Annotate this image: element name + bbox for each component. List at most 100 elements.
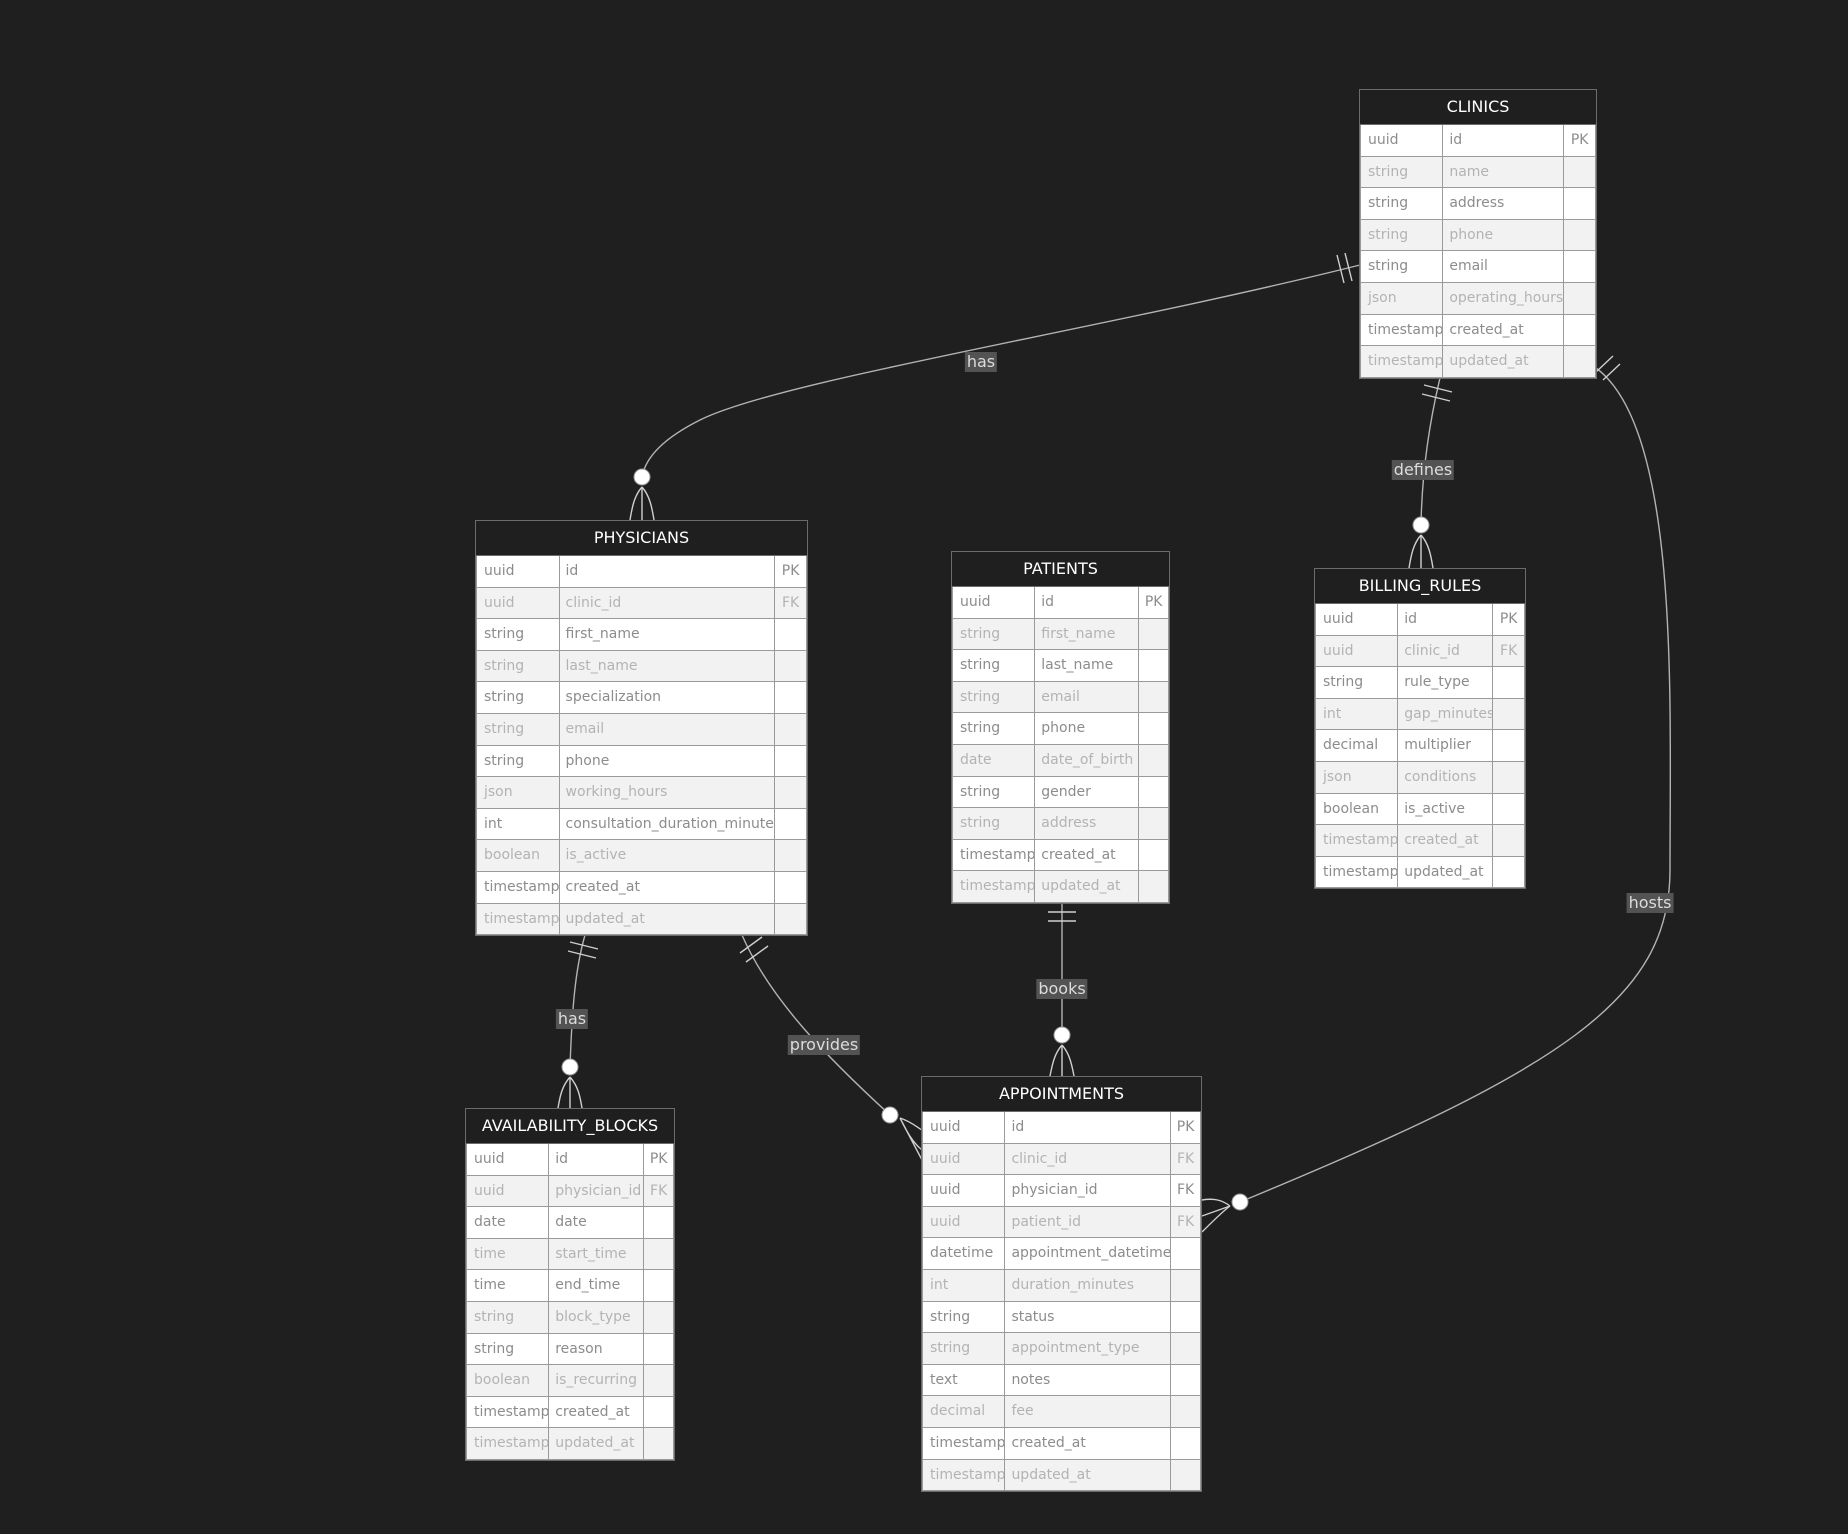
- entity-title: BILLING_RULES: [1315, 569, 1525, 604]
- attribute-key: [1139, 871, 1170, 903]
- attribute-type: timestamp: [952, 871, 1036, 903]
- attribute-name: duration_minutes: [1005, 1269, 1172, 1302]
- attribute-key: [1564, 156, 1596, 189]
- attribute-type: string: [1315, 667, 1399, 699]
- attribute-key: PK: [1139, 587, 1170, 619]
- attribute-type: string: [952, 713, 1036, 745]
- attribute-type: timestamp: [922, 1427, 1006, 1460]
- attribute-name: notes: [1005, 1364, 1172, 1397]
- attribute-name: created_at: [1035, 839, 1140, 872]
- attribute-type: uuid: [476, 587, 560, 620]
- attribute-key: FK: [644, 1175, 674, 1208]
- attribute-type: timestamp: [922, 1459, 1006, 1492]
- attribute-key: [1564, 219, 1596, 252]
- attribute-name: updated_at: [1005, 1459, 1172, 1492]
- attribute-name: address: [1443, 188, 1565, 220]
- attribute-key: [775, 619, 807, 651]
- relationship-label-provides: provides: [787, 1035, 861, 1055]
- attribute-type: datetime: [922, 1238, 1006, 1270]
- attribute-key: [1171, 1396, 1201, 1428]
- attribute-name: end_time: [549, 1270, 645, 1302]
- attribute-type: uuid: [922, 1206, 1006, 1239]
- attribute-type: timestamp: [1360, 314, 1444, 347]
- attribute-type: string: [466, 1301, 550, 1334]
- attribute-key: [775, 777, 807, 809]
- attribute-name: physician_id: [1005, 1175, 1172, 1207]
- attribute-key: [1139, 713, 1170, 745]
- attribute-key: [644, 1333, 674, 1366]
- attribute-key: [1493, 761, 1526, 794]
- attribute-type: timestamp: [476, 871, 560, 904]
- attribute-type: uuid: [952, 587, 1036, 619]
- attribute-key: [1171, 1269, 1201, 1302]
- attribute-name: is_recurring: [549, 1365, 645, 1397]
- attribute-name: appointment_datetime: [1005, 1238, 1172, 1270]
- attribute-key: [1493, 793, 1526, 826]
- attribute-key: [644, 1207, 674, 1239]
- attribute-type: string: [952, 808, 1036, 840]
- attribute-name: id: [1035, 587, 1140, 619]
- attribute-type: timestamp: [476, 903, 560, 936]
- attribute-key: [1564, 314, 1596, 347]
- attribute-type: text: [922, 1364, 1006, 1397]
- attribute-name: phone: [559, 745, 776, 778]
- attribute-name: id: [559, 556, 776, 588]
- attribute-key: [644, 1301, 674, 1334]
- attribute-key: FK: [1171, 1143, 1201, 1176]
- attribute-type: json: [1360, 282, 1444, 315]
- attribute-name: id: [1398, 604, 1494, 636]
- attribute-type: time: [466, 1238, 550, 1271]
- attribute-key: FK: [1493, 635, 1526, 668]
- attribute-name: is_active: [559, 840, 776, 872]
- relationship-patients-appointments: [1048, 902, 1076, 1077]
- attribute-key: PK: [775, 556, 807, 588]
- attribute-key: PK: [1564, 125, 1596, 157]
- attribute-name: start_time: [549, 1238, 645, 1271]
- attribute-name: updated_at: [1398, 856, 1494, 889]
- attribute-key: [775, 650, 807, 683]
- attribute-name: email: [1035, 681, 1140, 714]
- attribute-key: [644, 1365, 674, 1397]
- attribute-key: [1139, 681, 1170, 714]
- attribute-key: [1493, 730, 1526, 762]
- attribute-name: phone: [1035, 713, 1140, 745]
- relationship-clinics-billing: [1408, 377, 1453, 569]
- relationship-label-hosts: hosts: [1626, 893, 1674, 913]
- attribute-type: uuid: [922, 1112, 1006, 1144]
- attribute-name: specialization: [559, 682, 776, 714]
- attribute-type: decimal: [1315, 730, 1399, 762]
- attribute-type: string: [922, 1333, 1006, 1365]
- attribute-type: int: [476, 808, 560, 841]
- attribute-key: [1139, 618, 1170, 651]
- attribute-key: [1171, 1333, 1201, 1365]
- attribute-type: date: [466, 1207, 550, 1239]
- attribute-name: updated_at: [549, 1428, 645, 1460]
- attribute-type: string: [476, 650, 560, 683]
